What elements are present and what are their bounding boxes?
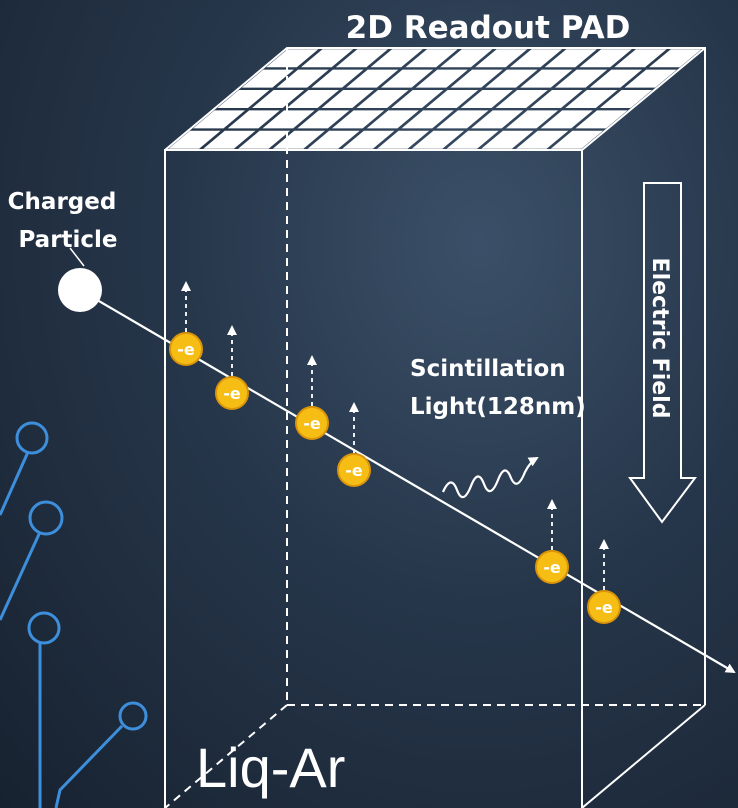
readout-pad-cell bbox=[238, 130, 291, 149]
readout-pad-cell bbox=[203, 130, 256, 149]
electron-label: -e bbox=[223, 384, 241, 403]
readout-pad-cell bbox=[377, 130, 430, 149]
charged-particle bbox=[58, 268, 102, 312]
readout-pad-cell bbox=[301, 49, 354, 68]
readout-pad-cell bbox=[307, 130, 360, 149]
readout-pad-cell bbox=[411, 130, 464, 149]
readout-pad-cell bbox=[391, 90, 444, 108]
electron-label: -e bbox=[595, 598, 613, 617]
electron-label: -e bbox=[345, 461, 363, 480]
particle-track bbox=[58, 247, 736, 674]
electric-field-arrow bbox=[628, 182, 697, 524]
electron-dot bbox=[169, 332, 203, 366]
readout-pad-cell bbox=[530, 90, 583, 108]
readout-pad-cell bbox=[509, 49, 563, 68]
electron: -e bbox=[587, 539, 621, 624]
readout-pad-cell bbox=[544, 49, 597, 68]
readout-pad-cell bbox=[575, 110, 628, 129]
readout-pad-cell bbox=[436, 110, 489, 129]
readout-pad-cell bbox=[426, 90, 479, 108]
particle-label-line2: Particle bbox=[18, 227, 117, 253]
electron: -e bbox=[215, 325, 249, 410]
readout-pad-cell bbox=[276, 69, 329, 88]
readout-pad-cell bbox=[262, 110, 315, 129]
readout-pad-cell bbox=[460, 90, 513, 108]
readout-pad-cell bbox=[485, 69, 538, 88]
readout-pad-cell bbox=[505, 110, 559, 129]
readout-pad-cell bbox=[565, 90, 618, 108]
readout-pad-cell bbox=[520, 69, 573, 88]
tpc-box bbox=[164, 47, 706, 808]
readout-pad-cell bbox=[168, 130, 221, 149]
readout-pad-title: 2D Readout PAD bbox=[346, 10, 631, 46]
readout-pad-cell bbox=[555, 69, 608, 88]
readout-pad-cell bbox=[415, 69, 468, 88]
electron-dot bbox=[337, 453, 371, 487]
scintillation-photon bbox=[441, 457, 539, 499]
readout-pad-cell bbox=[366, 110, 419, 129]
electron-label: -e bbox=[303, 414, 321, 433]
electron-label: -e bbox=[543, 558, 561, 577]
readout-pad-cell bbox=[346, 69, 399, 88]
scintillation-label-line1: Scintillation bbox=[410, 356, 566, 382]
readout-pad-cell bbox=[481, 130, 534, 149]
readout-pad-cell bbox=[272, 130, 325, 149]
electron: -e bbox=[169, 281, 203, 366]
electron-dot bbox=[587, 590, 621, 624]
readout-pad-cell bbox=[624, 69, 677, 88]
drift-electrons: -e -e -e -e -e -e bbox=[169, 281, 621, 624]
electron: -e bbox=[535, 499, 569, 584]
readout-pad-cell bbox=[193, 110, 245, 129]
readout-pad-cell bbox=[589, 69, 642, 88]
scintillation-label-line2: Light(128nm) bbox=[410, 394, 586, 420]
electron-dot bbox=[535, 550, 569, 584]
readout-pad-cell bbox=[495, 90, 548, 108]
readout-pad-cell bbox=[266, 49, 319, 68]
particle-label-line1: Charged bbox=[8, 189, 117, 215]
readout-pad-cell bbox=[286, 90, 339, 108]
readout-pad-cell bbox=[649, 49, 702, 68]
circuit-decoration bbox=[0, 421, 148, 808]
readout-pad-cell bbox=[381, 69, 434, 88]
readout-pad-cell bbox=[440, 49, 493, 68]
readout-pad-cell bbox=[475, 49, 528, 68]
readout-pad-cell bbox=[401, 110, 454, 129]
readout-pad-cell bbox=[335, 49, 388, 68]
readout-pad-cell bbox=[311, 69, 364, 88]
readout-pad-cell bbox=[370, 49, 423, 68]
electron: -e bbox=[337, 402, 371, 487]
readout-pad-cell bbox=[321, 90, 374, 108]
readout-pad-cell bbox=[252, 90, 305, 108]
readout-pad-cell bbox=[471, 110, 524, 129]
readout-pad-cell bbox=[614, 49, 667, 68]
electron: -e bbox=[295, 355, 329, 440]
readout-pad-cell bbox=[241, 69, 294, 88]
electron-dot bbox=[215, 376, 249, 410]
readout-pad-cell bbox=[227, 110, 280, 129]
electron-label: -e bbox=[177, 340, 195, 359]
readout-pad-cell bbox=[600, 90, 653, 108]
readout-pad-cell bbox=[450, 69, 503, 88]
medium-label: Liq-Ar bbox=[196, 736, 345, 799]
readout-pad-cell bbox=[332, 110, 385, 129]
readout-pad-cell bbox=[297, 110, 350, 129]
readout-pad-grid bbox=[168, 49, 702, 149]
electric-field-label: Electric Field bbox=[647, 258, 672, 419]
readout-pad-cell bbox=[356, 90, 409, 108]
electron-dot bbox=[295, 406, 329, 440]
readout-pad-cell bbox=[342, 130, 395, 149]
readout-pad-cell bbox=[405, 49, 458, 68]
readout-pad-cell bbox=[579, 49, 632, 68]
readout-pad-cell bbox=[540, 110, 593, 129]
readout-pad-cell bbox=[217, 90, 270, 108]
readout-pad-cell bbox=[550, 130, 603, 149]
readout-pad-cell bbox=[516, 130, 569, 149]
readout-pad-cell bbox=[446, 130, 499, 149]
